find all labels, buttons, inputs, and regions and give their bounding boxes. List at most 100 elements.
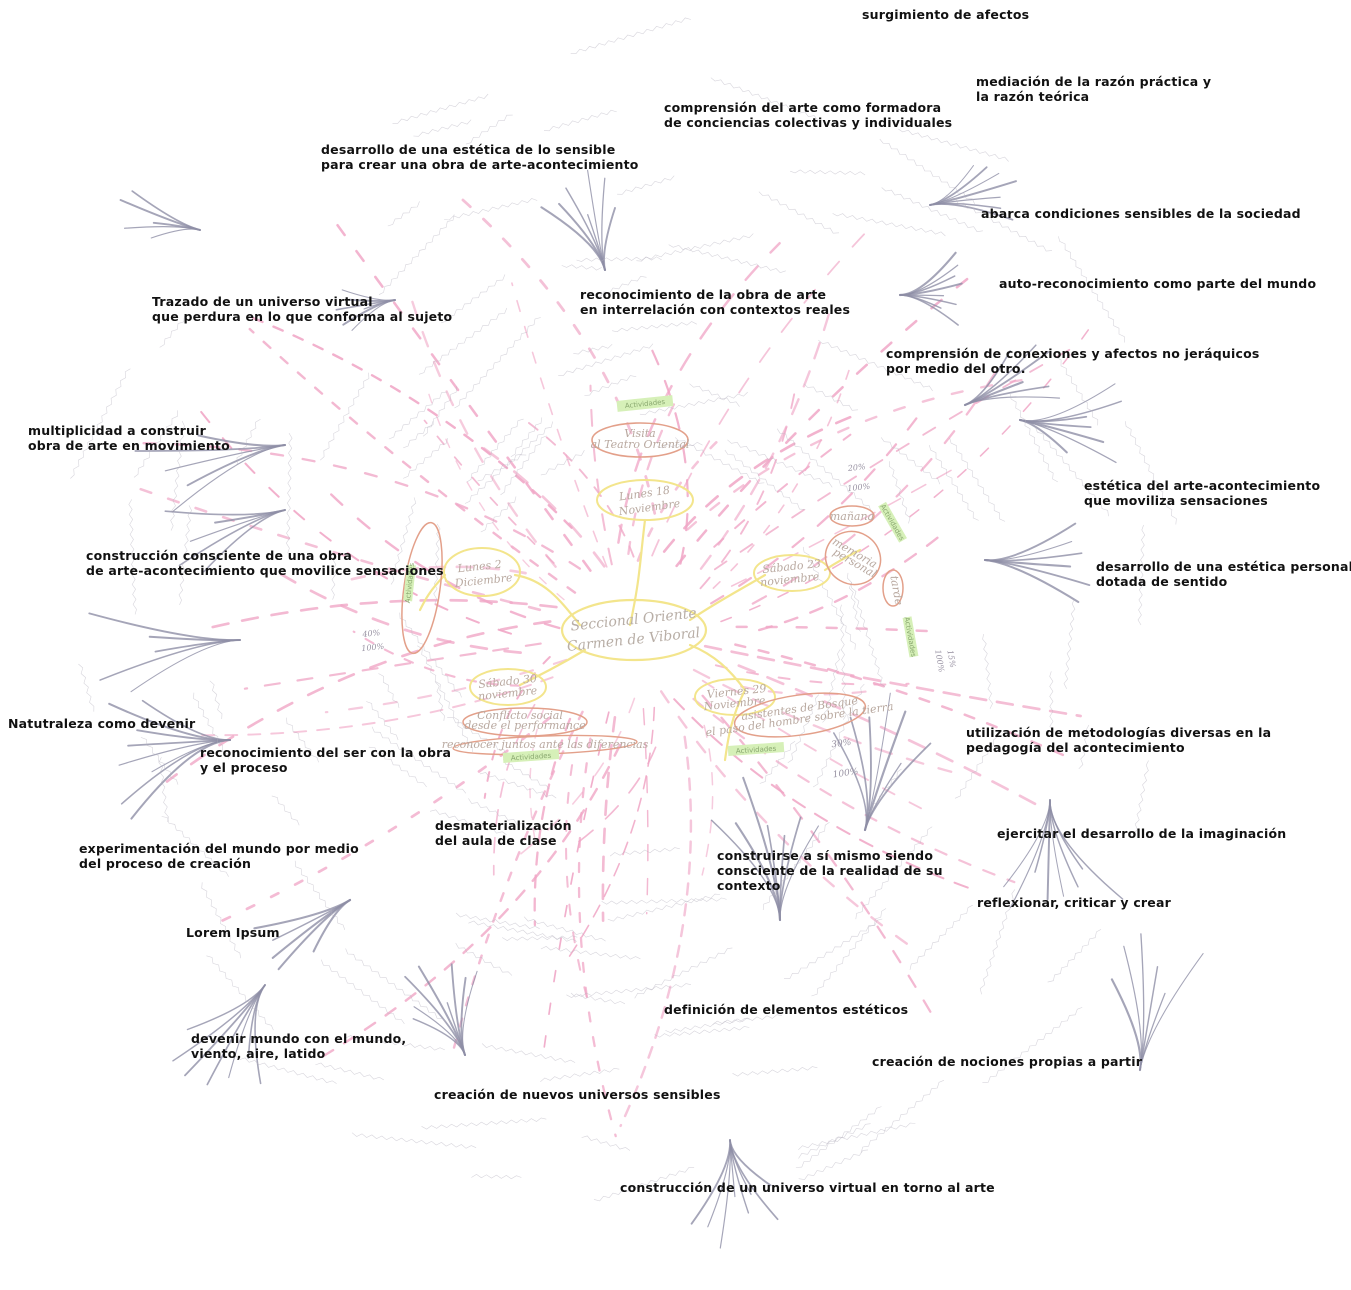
svg-text:al Teatro Oriental: al Teatro Oriental	[591, 438, 690, 451]
pink-dashed-arc	[540, 711, 610, 1068]
gray-branch-line	[197, 434, 287, 447]
handwriting-stroke	[762, 822, 830, 911]
gray-branch-line	[462, 970, 478, 1056]
pink-dashed-arc	[328, 212, 592, 572]
handwriting-stroke	[465, 114, 513, 145]
handwriting-stroke	[909, 904, 973, 970]
label-abarca: abarca condiciones sensibles de la socie…	[981, 206, 1301, 221]
pink-dashed-arc	[454, 192, 657, 515]
session-node-lunes18[interactable]: Lunes 18 Noviembre	[596, 479, 694, 521]
svg-text:Sábado 30: Sábado 30	[478, 672, 538, 691]
handwriting-stroke	[271, 795, 300, 826]
handwriting-stroke	[1049, 671, 1054, 732]
label-lorem: Lorem Ipsum	[186, 925, 280, 940]
pink-dashed-arc	[165, 620, 552, 783]
handwriting-stroke	[573, 343, 613, 355]
sub-node-memoria[interactable]: memoria personal	[816, 521, 890, 594]
handwriting-stroke	[881, 187, 983, 233]
handwriting-stroke	[371, 726, 467, 794]
handwriting-stroke	[433, 523, 441, 604]
handwriting-stroke	[1063, 598, 1076, 689]
handwriting-stroke	[607, 893, 721, 922]
label-utilizacion: utilización de metodologías diversas en …	[966, 725, 1272, 755]
handwriting-stroke	[471, 1174, 522, 1180]
label-definicion: definición de elementos estéticos	[664, 1002, 909, 1017]
label-estetica-arte-acontecimiento: estética del arte-acontecimiento que mov…	[1084, 478, 1321, 508]
svg-text:desde el performance: desde el performance	[464, 719, 586, 732]
handwriting-stroke	[540, 450, 585, 476]
pink-dashed-arc	[735, 625, 945, 634]
sub-node-manana[interactable]: mañana	[829, 505, 875, 527]
sub-node-visita[interactable]: Visita al Teatro Oriental	[591, 422, 690, 458]
note-30: 30% 100%	[831, 738, 859, 781]
sub-node-conflicto[interactable]: Conflicto social desde el performance	[462, 707, 588, 737]
pink-dashed-connectors	[136, 192, 1093, 1138]
handwriting-stroke	[1054, 352, 1099, 426]
handwriting-stroke	[178, 505, 193, 606]
pink-dashed-arc	[566, 706, 656, 961]
session-node-sabado23[interactable]: Sábado 23 noviembre	[753, 554, 831, 592]
handwriting-stroke	[441, 274, 506, 324]
handwriting-stroke	[811, 908, 887, 997]
handwriting-stroke	[860, 1080, 945, 1153]
handwriting-stroke	[78, 663, 95, 712]
handwriting-stroke	[464, 421, 553, 504]
handwriting-stroke	[570, 17, 691, 55]
pink-dashed-arc	[734, 643, 1071, 760]
handwriting-stroke	[351, 1132, 477, 1149]
gray-branch-line	[983, 558, 1080, 604]
gray-branch-line	[271, 898, 352, 959]
svg-text:Actividades: Actividades	[879, 503, 906, 542]
handwriting-stroke	[668, 244, 786, 274]
session-node-lunes2[interactable]: Lunes 2 Diciembre	[443, 547, 521, 597]
handwriting-stroke	[315, 1062, 384, 1081]
session-node-sabado30[interactable]: Sábado 30 noviembre	[469, 668, 547, 706]
handwriting-stroke	[140, 737, 179, 785]
gray-branch-line	[99, 639, 241, 681]
handwriting-stroke	[502, 758, 550, 790]
pink-dashed-arc	[136, 486, 542, 612]
handwriting-stroke	[235, 1055, 337, 1084]
sub-node-lunes2-branch[interactable]	[395, 520, 449, 656]
pink-dashed-arc	[472, 439, 606, 568]
svg-text:Lunes 2: Lunes 2	[456, 558, 502, 576]
handwriting-stroke	[345, 948, 447, 1023]
handwriting-stroke	[654, 1026, 750, 1038]
gray-branch-line	[899, 294, 959, 326]
handwriting-stroke	[712, 1014, 783, 1026]
label-comprension-conexiones: comprensión de conexiones y afectos no j…	[886, 346, 1260, 376]
gray-branch-line	[253, 898, 352, 930]
pink-dashed-arc	[310, 743, 622, 1064]
gray-branch-line	[928, 180, 1017, 207]
center-node-outline	[560, 598, 708, 662]
handwriting-stroke	[206, 955, 274, 1031]
label-mediacion: mediación de la razón práctica y la razó…	[976, 74, 1212, 104]
label-comprension-arte: comprensión del arte como formadora de c…	[664, 100, 953, 130]
svg-text:tarde: tarde	[887, 575, 905, 607]
handwriting-stroke	[576, 256, 662, 262]
svg-text:noviembre: noviembre	[478, 684, 539, 703]
pink-dashed-arc	[350, 565, 527, 581]
handwriting-stroke	[429, 809, 507, 836]
note-15: 15% 100%	[933, 649, 957, 673]
handwriting-stroke	[447, 717, 516, 760]
pink-dashed-arc	[710, 405, 927, 605]
svg-text:Actividades: Actividades	[903, 616, 918, 658]
handwriting-stroke	[70, 368, 131, 479]
pink-dashed-arc	[636, 429, 731, 562]
pink-dashed-arc	[243, 642, 542, 690]
handwritten-notes	[70, 17, 1177, 1202]
sub-node-tarde[interactable]: tarde	[882, 569, 906, 607]
pink-dashed-arc	[248, 327, 577, 594]
pink-dashed-arc	[533, 717, 572, 927]
connector-viernes29-tail	[723, 688, 747, 762]
pink-dashed-arc	[451, 710, 584, 1054]
handwriting-stroke	[286, 717, 319, 763]
pink-dashed-arc	[692, 668, 953, 773]
connector-sabado30	[518, 648, 587, 687]
pink-dashed-arc	[619, 735, 693, 1128]
pink-dashed-arc	[701, 694, 940, 1026]
handwriting-stroke	[822, 649, 841, 723]
pink-dashed-arc	[407, 287, 557, 568]
